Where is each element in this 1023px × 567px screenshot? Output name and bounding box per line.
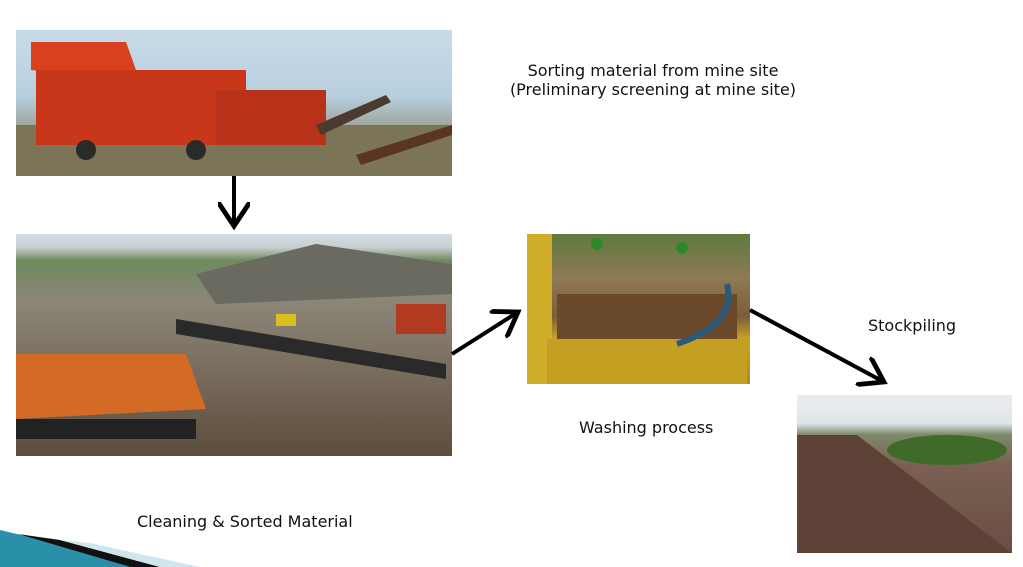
sorting-title: Sorting material from mine site [527,61,779,80]
washing-photo [527,234,750,384]
screening-plant-photo [16,234,452,456]
screening-plant-illustration [16,244,452,439]
decorative-swoosh [0,530,200,567]
cleaning-label: Cleaning & Sorted Material [137,512,353,531]
stockpile-illustration [797,435,1012,553]
arrow-washing-to-stockpile [749,308,884,382]
arrow-screening-to-washing [450,312,518,356]
stockpiling-label: Stockpiling [868,316,957,335]
crusher-photo [16,30,452,176]
sorting-label: Sorting material from mine site (Prelimi… [480,61,826,99]
washing-illustration [527,234,747,384]
crusher-illustration [16,42,452,176]
sorting-subtitle: (Preliminary screening at mine site) [509,80,797,99]
stockpile-photo [797,395,1012,553]
washing-label: Washing process [579,418,714,437]
